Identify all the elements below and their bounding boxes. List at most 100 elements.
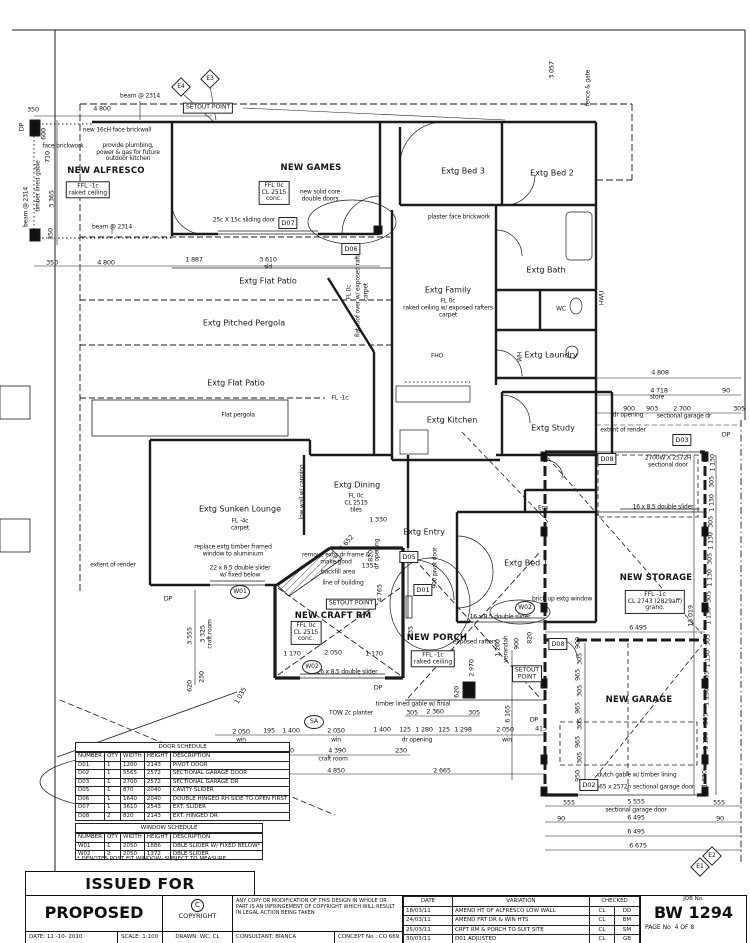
plan-text: replace extg timber framed window to alu…	[194, 543, 272, 557]
plan-text: timber lined gable	[34, 160, 42, 212]
plan-text: 1 887	[185, 255, 203, 264]
room-label-extg-entry: Extg Entry	[403, 527, 445, 537]
variations-header: CHECKED	[589, 896, 640, 907]
plan-text: fence & gate	[584, 69, 592, 107]
schedule-header: DESCRIPTION	[169, 833, 264, 843]
tag-d08: D08	[597, 453, 617, 465]
plan-text: 4 800	[97, 258, 115, 267]
title-block-proposed-cell: PROPOSED DATE: 11 -10- 2010 SCALE: 1:100	[26, 896, 163, 943]
schedule-header: NUMBER	[75, 752, 105, 762]
plan-text: 4 800	[93, 104, 111, 113]
copyright-symbol: C	[191, 899, 204, 912]
plan-text: CL 2515	[344, 499, 368, 507]
plan-text: 16 x 8.5 double slider	[469, 613, 531, 621]
plan-text: DP	[163, 594, 173, 603]
room-label-new-storage: NEW STORAGE	[619, 573, 693, 584]
plan-text: raked ceiling w/ exposed rafters	[403, 304, 493, 312]
schedule-cell: 1	[103, 794, 122, 804]
variation-cell: 30/03/11	[403, 934, 453, 943]
room-label-extg-study: Extg Study	[531, 423, 575, 433]
schedule-header: WIDTH	[120, 752, 145, 762]
plan-text: carpet	[230, 524, 250, 532]
title-block-copyright-cell: C COPYRIGHT DRAWN: WC, CL	[163, 896, 233, 943]
room-label-extg-dining: Extg Dining	[333, 480, 381, 490]
plan-text: brick up extg window	[531, 595, 593, 603]
plan-text: 230	[197, 671, 206, 683]
plan-text: face brickwork	[42, 142, 84, 150]
plan-text: dutch gable w/ timber lining	[597, 771, 677, 779]
plan-text: low wall w/ capping	[298, 464, 306, 520]
plan-text: 903	[646, 404, 658, 413]
job-no-label: JOB No.	[683, 896, 704, 902]
plan-text: TOW 2c planter	[329, 709, 373, 717]
plan-text: WH	[516, 351, 524, 363]
plan-text: 305	[703, 634, 712, 646]
plan-text: 350	[46, 258, 58, 267]
room-label-extg-bed-3: Extg Bed 3	[441, 166, 485, 176]
plan-text: 900	[623, 404, 635, 413]
room-label-extg-kitchen: Extg Kitchen	[426, 415, 478, 425]
ffl-label-alfresco: FFL -1c raked ceiling	[65, 181, 111, 199]
schedule-cell: EXT. SLIDER	[169, 803, 291, 813]
schedule-cell: 2040	[143, 786, 171, 796]
room-label-new-craft-rm: NEW CRAFT RM	[294, 611, 372, 622]
plan-text: 1 130	[703, 650, 712, 668]
plan-text: sectional garage dr	[656, 412, 712, 420]
plan-text: 900 pivot door	[431, 547, 439, 589]
issued-for-construction-stamp: ISSUED FOR CONSTRUCTION	[25, 871, 255, 917]
room-label-new-garage: NEW GARAGE	[605, 695, 673, 706]
plan-text: carpet	[362, 282, 370, 302]
plan-text: extent of render	[90, 561, 136, 569]
ffl-label-porch: FFL -1c raked ceiling	[410, 650, 456, 668]
ffl-label-craft-rm: FFL 0c CL 2515 conc.	[290, 620, 322, 646]
plan-text: 415	[535, 724, 547, 733]
plan-text: 6 495	[627, 813, 645, 822]
plan-text: carpet	[438, 311, 458, 319]
plan-text: 965	[573, 736, 582, 748]
date-field: DATE: 11 -10- 2010	[26, 932, 118, 943]
plan-text: new solid core double doors	[299, 188, 341, 202]
plan-text: 4 808	[651, 368, 669, 377]
plan-text: 305	[575, 653, 584, 665]
plan-text: timber lined gable w/ finial	[375, 700, 451, 708]
plan-text: 1 130	[707, 494, 716, 512]
room-label-extg-flat-patio-2: Extg Flat Patio	[207, 378, 265, 388]
plan-text: DP	[721, 430, 731, 439]
schedule-header: HEIGHT	[143, 833, 171, 843]
plan-text: 1 400	[373, 725, 391, 734]
setout-point-label-2: SETOUT POINT	[325, 598, 377, 610]
schedule-cell: 1	[103, 841, 122, 851]
plan-text: verandah	[502, 635, 510, 663]
plan-text: 1 130	[701, 732, 710, 750]
schedule-title: DOOR SCHEDULE	[75, 742, 291, 752]
schedule-cell: 1886	[143, 841, 171, 851]
plan-text: Ens	[537, 504, 549, 512]
plan-text: 305	[700, 753, 709, 765]
plan-text: 1 280	[415, 725, 433, 734]
schedule-cell: 5565	[120, 769, 145, 779]
plan-text: FL -1c	[331, 394, 349, 402]
plan-text: win	[331, 736, 341, 744]
plan-text: 1 400	[282, 726, 300, 735]
schedule-cell: DBLE SLIDER	[169, 850, 264, 860]
plan-text: store	[649, 393, 665, 401]
plan-text: beam @ 2314	[22, 187, 30, 227]
copyright-word: COPYRIGHT	[178, 912, 217, 920]
plan-text: 305	[705, 553, 714, 565]
plan-text: 820	[525, 632, 534, 644]
plan-text: 1 330	[369, 515, 387, 524]
plan-text: sectional garage door	[605, 806, 667, 814]
schedule-cell: 1	[103, 803, 122, 813]
schedule-header: WIDTH	[120, 833, 145, 843]
plan-text: 135°	[361, 561, 377, 570]
schedule-cell: 2700	[120, 777, 145, 787]
tag-w02: W02	[515, 601, 535, 615]
tag-w02: W02	[302, 660, 322, 674]
plan-text: 620	[185, 680, 194, 692]
